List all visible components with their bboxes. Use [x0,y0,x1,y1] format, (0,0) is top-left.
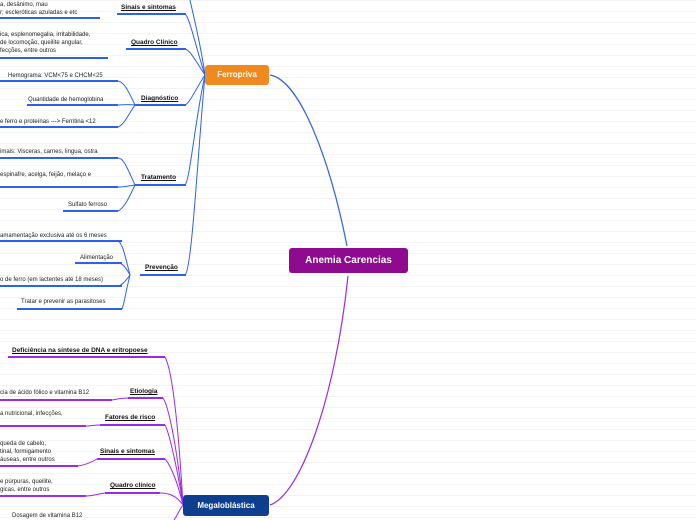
sinais-text-line-1: a, desânimo, mau [0,2,48,8]
prev-item-parasitoses: Tratar e prevenir as parasitoses [21,299,106,305]
topic-ferropriva[interactable]: Ferropriva [205,65,269,85]
sinais-mega-line-3: áuseas, entre outros [0,457,55,463]
trat-item-animais: imais: Visceras, carnes, lingua, ostra [0,149,98,155]
dosagem-text: Dosagem de vitamina B12 [12,513,83,519]
category-etiologia[interactable]: Etiologia [130,388,158,395]
sinais-mega-line-1: queda de cabelo, [0,441,47,447]
category-tratamento[interactable]: Tratamento [141,174,177,181]
fatores-text: a nutricional, infecções, [0,411,63,417]
diag-item-ferritina: e ferro e proteínas ---> Ferritina <12 [0,119,96,125]
category-quadro-clinico-mega[interactable]: Quadro clínico [110,482,156,489]
quadro-text-line-1: ica, esplenomegalia, irritabilidade, [0,32,91,38]
prev-item-ferro-lactentes: o de ferro (em lactentes até 18 meses) [0,277,104,283]
category-deficiencia-dna[interactable]: Deficiência na síntese de DNA e eritropo… [12,347,148,354]
quadro-mega-line-1: e púrpuras, queilite, [0,479,53,485]
trat-item-vegetais: espinafre, acelga, feijão, melaço e [0,172,92,178]
category-quadro-clinico[interactable]: Quadro Clínico [131,39,178,46]
category-diagnostico[interactable]: Diagnóstico [141,95,179,102]
trat-item-sulfato: Sulfato ferroso [68,202,108,208]
quadro-text-line-2: de locomoção, queilite angular, [0,40,83,46]
prev-item-amamentacao: amamentação exclusiva até os 6 meses [0,233,107,239]
quadro-mega-line-2: gicas, entre outros [0,487,50,493]
sinais-mega-line-2: tinal, formigamento [0,449,52,455]
root-node[interactable]: Anemia Carencias [289,248,408,273]
category-sinais-sintomas-mega[interactable]: Sinais e sintomas [100,448,155,455]
prev-item-alimentacao: Alimentação [80,255,114,261]
diag-item-hemoglobina: Quantidade de hemoglobina [28,97,104,103]
sinais-text-line-2: r; escleróticas azuladas e etc [0,10,78,16]
topic-megaloblastica[interactable]: Megaloblástica [183,495,269,516]
quadro-text-line-3: fecções, entre outros [0,48,57,54]
category-fatores-risco[interactable]: Fatores de risco [105,414,156,421]
category-sinais-sintomas[interactable]: Sinais e sintomas [121,4,176,11]
etiologia-text: cia de ácido fólico e vitamina B12 [0,390,90,396]
category-prevencao[interactable]: Prevenção [145,264,178,271]
diag-item-hemograma: Hemograma: VCM<75 e CHCM<25 [8,73,103,79]
